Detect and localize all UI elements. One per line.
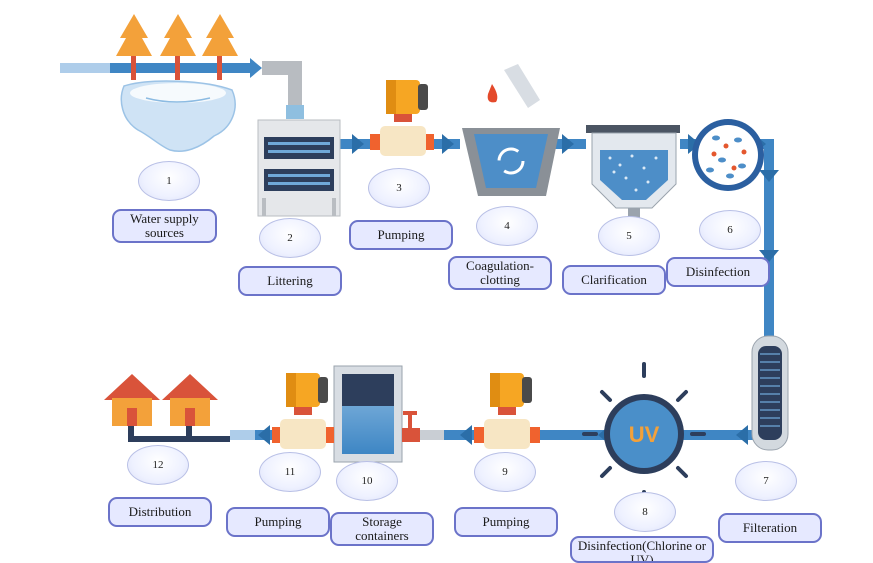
screen-filter-icon [257, 119, 341, 217]
step-number-4: 4 [476, 206, 538, 246]
house-icon [104, 374, 160, 440]
step-number-7: 7 [735, 461, 797, 501]
pump-icon [272, 373, 334, 449]
step-label-4: Coagulation-clotting [448, 256, 552, 290]
step-label-3: Pumping [349, 220, 453, 250]
step-label-2: Littering [238, 266, 342, 296]
uv-text: UV [629, 422, 660, 447]
disinfection-sphere-icon [692, 119, 764, 191]
clarifier-tank-icon [586, 125, 680, 218]
valve-icon [402, 411, 444, 442]
tree-icon [116, 14, 152, 80]
storage-container-icon [333, 365, 444, 463]
filter-column-icon [751, 335, 789, 451]
step-number-11: 11 [259, 452, 321, 492]
step-label-11: Pumping [226, 507, 330, 537]
step-label-12: Distribution [108, 497, 212, 527]
water-source-icon [120, 80, 236, 152]
dropper-icon [487, 64, 540, 108]
step-number-12: 12 [127, 445, 189, 485]
tree-icon-group [116, 14, 238, 80]
step-label-7: Filteration [718, 513, 822, 543]
step-number-10: 10 [336, 461, 398, 501]
tree-icon [160, 14, 196, 80]
step-number-8: 8 [614, 492, 676, 532]
pump-icon [370, 80, 434, 156]
step-label-8: Disinfection(Chlorine or UV) [570, 536, 714, 563]
step-label-9: Pumping [454, 507, 558, 537]
house-icon-group [104, 374, 230, 442]
step-number-2: 2 [259, 218, 321, 258]
step-number-6: 6 [699, 210, 761, 250]
step-number-9: 9 [474, 452, 536, 492]
coagulation-tank-icon [462, 64, 560, 196]
step-number-3: 3 [368, 168, 430, 208]
uv-lamp-icon: UV [582, 362, 706, 506]
step-label-1: Water supply sources [112, 209, 217, 243]
tree-icon [202, 14, 238, 80]
house-icon [162, 374, 218, 440]
step-number-5: 5 [598, 216, 660, 256]
step-label-5: Clarification [562, 265, 666, 295]
bottom-pipe-line [230, 425, 774, 450]
step-label-10: Storage containers [330, 512, 434, 546]
pump-icon [474, 373, 540, 449]
step-number-1: 1 [138, 161, 200, 201]
step-label-6: Disinfection [666, 257, 770, 287]
